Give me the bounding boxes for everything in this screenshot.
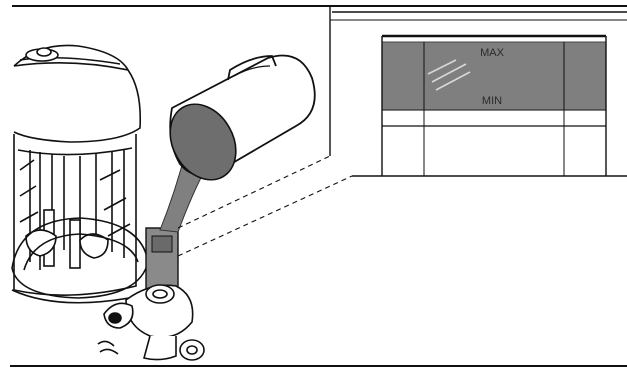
appliance bbox=[12, 45, 148, 302]
reservoir-window bbox=[146, 228, 178, 292]
appliance-lid bbox=[14, 63, 140, 142]
max-label: MAX bbox=[480, 47, 505, 59]
magnified-tank: MAX MIN bbox=[382, 36, 606, 176]
pump-unit bbox=[98, 285, 204, 360]
min-label: MIN bbox=[482, 95, 502, 107]
pouring-jug bbox=[157, 56, 315, 233]
